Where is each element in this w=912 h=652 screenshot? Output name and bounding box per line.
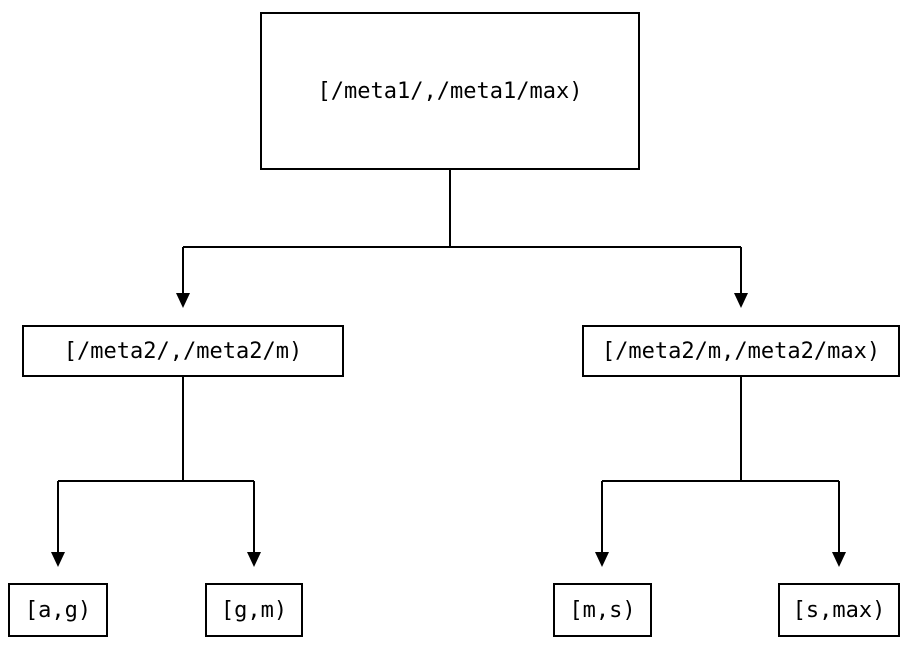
arrowhead-down-icon bbox=[176, 293, 190, 308]
node-leaf-ms: [m,s) bbox=[553, 583, 652, 637]
arrowhead-down-icon bbox=[247, 552, 261, 567]
arrowhead-down-icon bbox=[734, 293, 748, 308]
node-leaf-gm: [g,m) bbox=[205, 583, 303, 637]
node-meta2-left-label: [/meta2/,/meta2/m) bbox=[63, 338, 303, 364]
node-leaf-smax-label: [s,max) bbox=[792, 597, 886, 623]
node-leaf-ms-label: [m,s) bbox=[569, 597, 636, 623]
arrowhead-down-icon bbox=[51, 552, 65, 567]
node-meta2-left: [/meta2/,/meta2/m) bbox=[22, 325, 344, 377]
arrowhead-down-icon bbox=[832, 552, 846, 567]
node-root-label: [/meta1/,/meta1/max) bbox=[317, 78, 583, 104]
node-meta2-right: [/meta2/m,/meta2/max) bbox=[582, 325, 900, 377]
node-leaf-gm-label: [g,m) bbox=[220, 597, 288, 623]
node-leaf-ag-label: [a,g) bbox=[24, 597, 92, 623]
node-leaf-ag: [a,g) bbox=[8, 583, 108, 637]
node-root: [/meta1/,/meta1/max) bbox=[260, 12, 640, 170]
arrowhead-down-icon bbox=[595, 552, 609, 567]
node-meta2-right-label: [/meta2/m,/meta2/max) bbox=[601, 338, 881, 364]
node-leaf-smax: [s,max) bbox=[778, 583, 900, 637]
